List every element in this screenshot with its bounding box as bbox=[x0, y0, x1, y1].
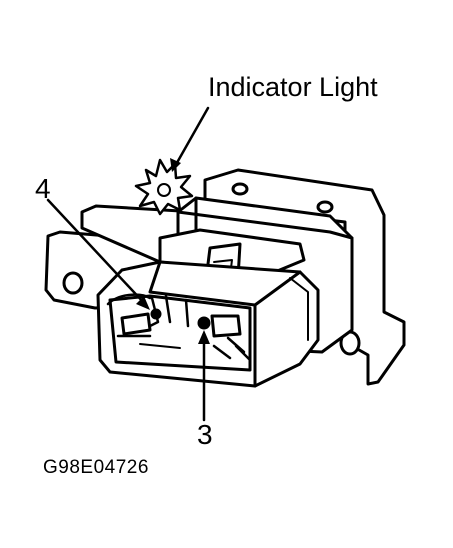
connector-face bbox=[106, 293, 252, 372]
callout-4-arrowhead bbox=[136, 296, 150, 310]
terminal-4-pin bbox=[150, 308, 162, 320]
flange-hole-left bbox=[62, 271, 84, 295]
terminal-slot bbox=[120, 312, 152, 336]
callout-3-arrowhead bbox=[198, 330, 210, 344]
callout-4-leader-line bbox=[46, 198, 147, 306]
indicator-light-icon bbox=[134, 158, 194, 216]
indicator-leader-line bbox=[172, 106, 210, 170]
bracket-hole-top bbox=[231, 182, 249, 196]
indicator-light-label: Indicator Light bbox=[208, 72, 378, 102]
figure-code-label: G98E04726 bbox=[43, 457, 149, 478]
indicator-arrowhead bbox=[170, 158, 181, 172]
callout-3-label: 3 bbox=[197, 419, 213, 450]
terminal-3-pin bbox=[197, 316, 211, 330]
terminal-slot bbox=[210, 314, 242, 338]
callout-4-label: 4 bbox=[35, 173, 51, 204]
bracket-hole-top-right bbox=[316, 200, 334, 214]
